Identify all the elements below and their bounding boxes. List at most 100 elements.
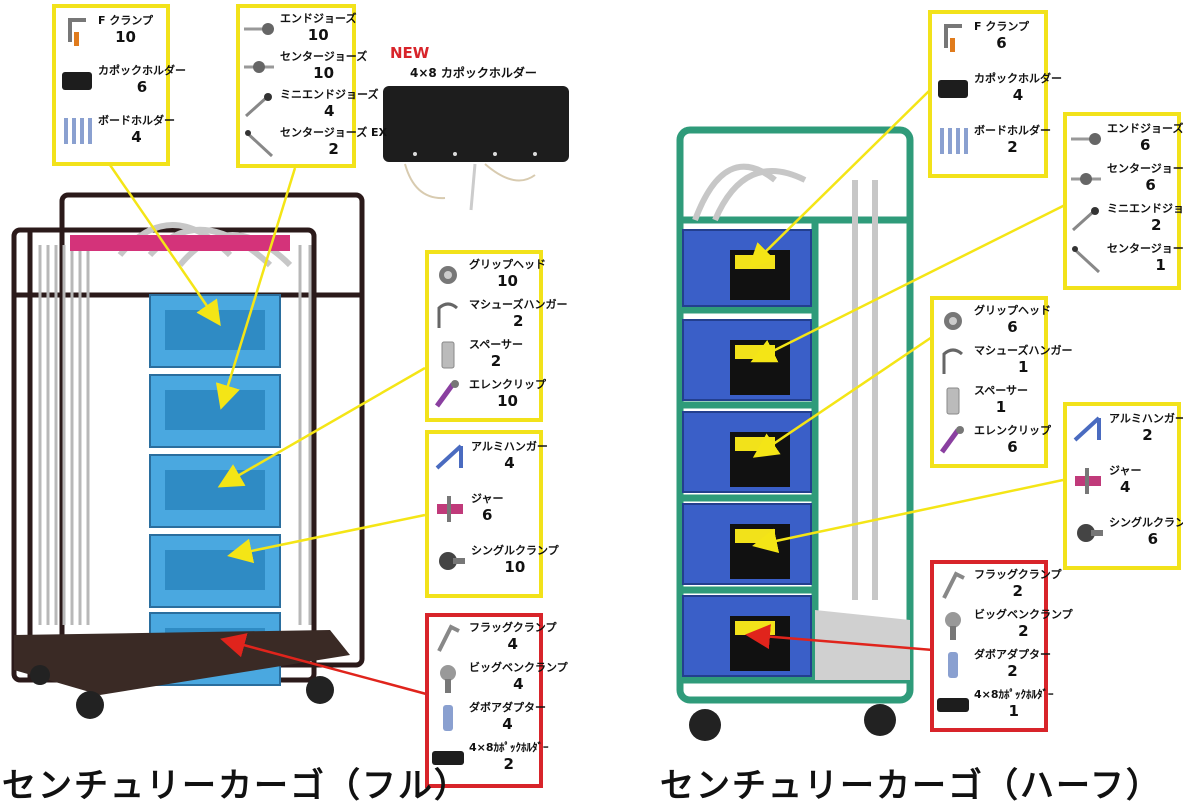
dabo-adapter-icon: [936, 648, 970, 682]
spacer-icon: [431, 338, 465, 372]
item-label: シングルクランプ: [471, 544, 559, 557]
item-quantity: 1: [1008, 702, 1019, 720]
item-label: センタージョーズ: [1107, 162, 1183, 175]
matthews-hanger-icon: [936, 344, 970, 378]
kapok-holder-4x8-photo: [383, 86, 569, 211]
item-label: エレンクリップ: [974, 424, 1051, 437]
grip-head-icon: [431, 258, 465, 292]
inventory-item: シングルクランプ6: [1071, 516, 1183, 550]
item-label: スペーサー: [974, 384, 1029, 397]
item-label: センタージョーズ: [280, 50, 368, 63]
item-quantity: 2: [490, 352, 502, 370]
item-quantity: 2: [513, 312, 524, 330]
item-quantity: 6: [1145, 176, 1156, 194]
aluminium-hanger-icon: [433, 440, 467, 474]
item-quantity: 1: [1018, 358, 1029, 376]
item-quantity: 6: [1147, 530, 1159, 548]
item-label: エンドジョーズ: [1107, 122, 1183, 135]
board-holder-icon: [60, 114, 94, 148]
flag-clamp-icon: [431, 621, 465, 655]
item-quantity: 2: [328, 140, 339, 158]
half-title: センチュリーカーゴ（ハーフ）: [660, 766, 1162, 806]
item-label: ジャー: [471, 492, 504, 505]
item-label: F クランプ: [98, 14, 154, 27]
kapok-holder-icon: [60, 64, 94, 98]
item-label: ジャー: [1109, 464, 1142, 477]
board-holder-icon: [936, 124, 970, 158]
kapok-holder-icon: [936, 72, 970, 106]
item-label: 4×8ｶﾎﾟｯｸﾎﾙﾀﾞｰ: [469, 741, 549, 754]
item-quantity: 4: [504, 454, 515, 472]
item-label: ダボアダプター: [469, 701, 546, 714]
item-label: グリップヘッド: [469, 258, 546, 271]
item-label: 4×8ｶﾎﾟｯｸﾎﾙﾀﾞｰ: [974, 688, 1054, 701]
item-label: アルミハンガー: [471, 440, 548, 453]
aluminium-hanger-icon: [1071, 412, 1105, 446]
dabo-adapter-icon: [431, 701, 465, 735]
single-clamp-icon: [433, 544, 467, 578]
item-label: ビッグベンクランプ: [974, 608, 1073, 621]
center-jaws-ex-icon: [1069, 242, 1103, 276]
big-ben-clamp-icon: [431, 661, 465, 695]
item-quantity: 2: [1007, 138, 1018, 156]
center-jaws-icon: [242, 50, 276, 84]
end-jaws-icon: [1069, 122, 1103, 156]
item-label: アルミハンガー: [1109, 412, 1183, 425]
single-clamp-icon: [1071, 516, 1105, 550]
item-quantity: 2: [503, 755, 514, 773]
item-label: ミニエンドジョーズ: [280, 88, 379, 101]
item-quantity: 2: [1007, 662, 1018, 680]
full-cargo-cart-photo: [11, 192, 365, 719]
item-quantity: 6: [482, 506, 493, 524]
item-label: センタージョーズ EX: [1107, 242, 1183, 255]
item-label: ダボアダプター: [974, 648, 1051, 661]
item-label: F クランプ: [974, 20, 1030, 33]
item-label: エンドジョーズ: [280, 12, 357, 25]
item-quantity: 10: [313, 64, 335, 82]
item-quantity: 2: [1012, 582, 1023, 600]
item-quantity: 6: [1140, 136, 1151, 154]
item-quantity: 2: [1142, 426, 1153, 444]
item-label: フラッグクランプ: [974, 568, 1062, 581]
item-quantity: 10: [504, 558, 526, 576]
item-label: ビッグベンクランプ: [469, 661, 568, 674]
item-quantity: 4: [507, 635, 518, 653]
center-jaws-ex-icon: [242, 126, 276, 160]
item-quantity: 6: [136, 78, 148, 96]
item-quantity: 10: [115, 28, 136, 46]
item-quantity: 10: [497, 272, 518, 290]
item-label: フラッグクランプ: [469, 621, 557, 634]
elen-clip-icon: [936, 424, 970, 458]
item-label: カポックホルダー: [98, 64, 186, 77]
new-product-label: 4×8 カポックホルダー: [410, 66, 537, 80]
item-label: ミニエンドジョーズ: [1107, 202, 1183, 215]
jar-icon: [1071, 464, 1105, 498]
spacer-icon: [936, 384, 970, 418]
full-title: センチュリーカーゴ（フル）: [2, 766, 470, 806]
mini-end-jaws-icon: [242, 88, 276, 122]
item-quantity: 6: [996, 34, 1007, 52]
item-label: エレンクリップ: [469, 378, 546, 391]
item-quantity: 2: [1018, 622, 1029, 640]
